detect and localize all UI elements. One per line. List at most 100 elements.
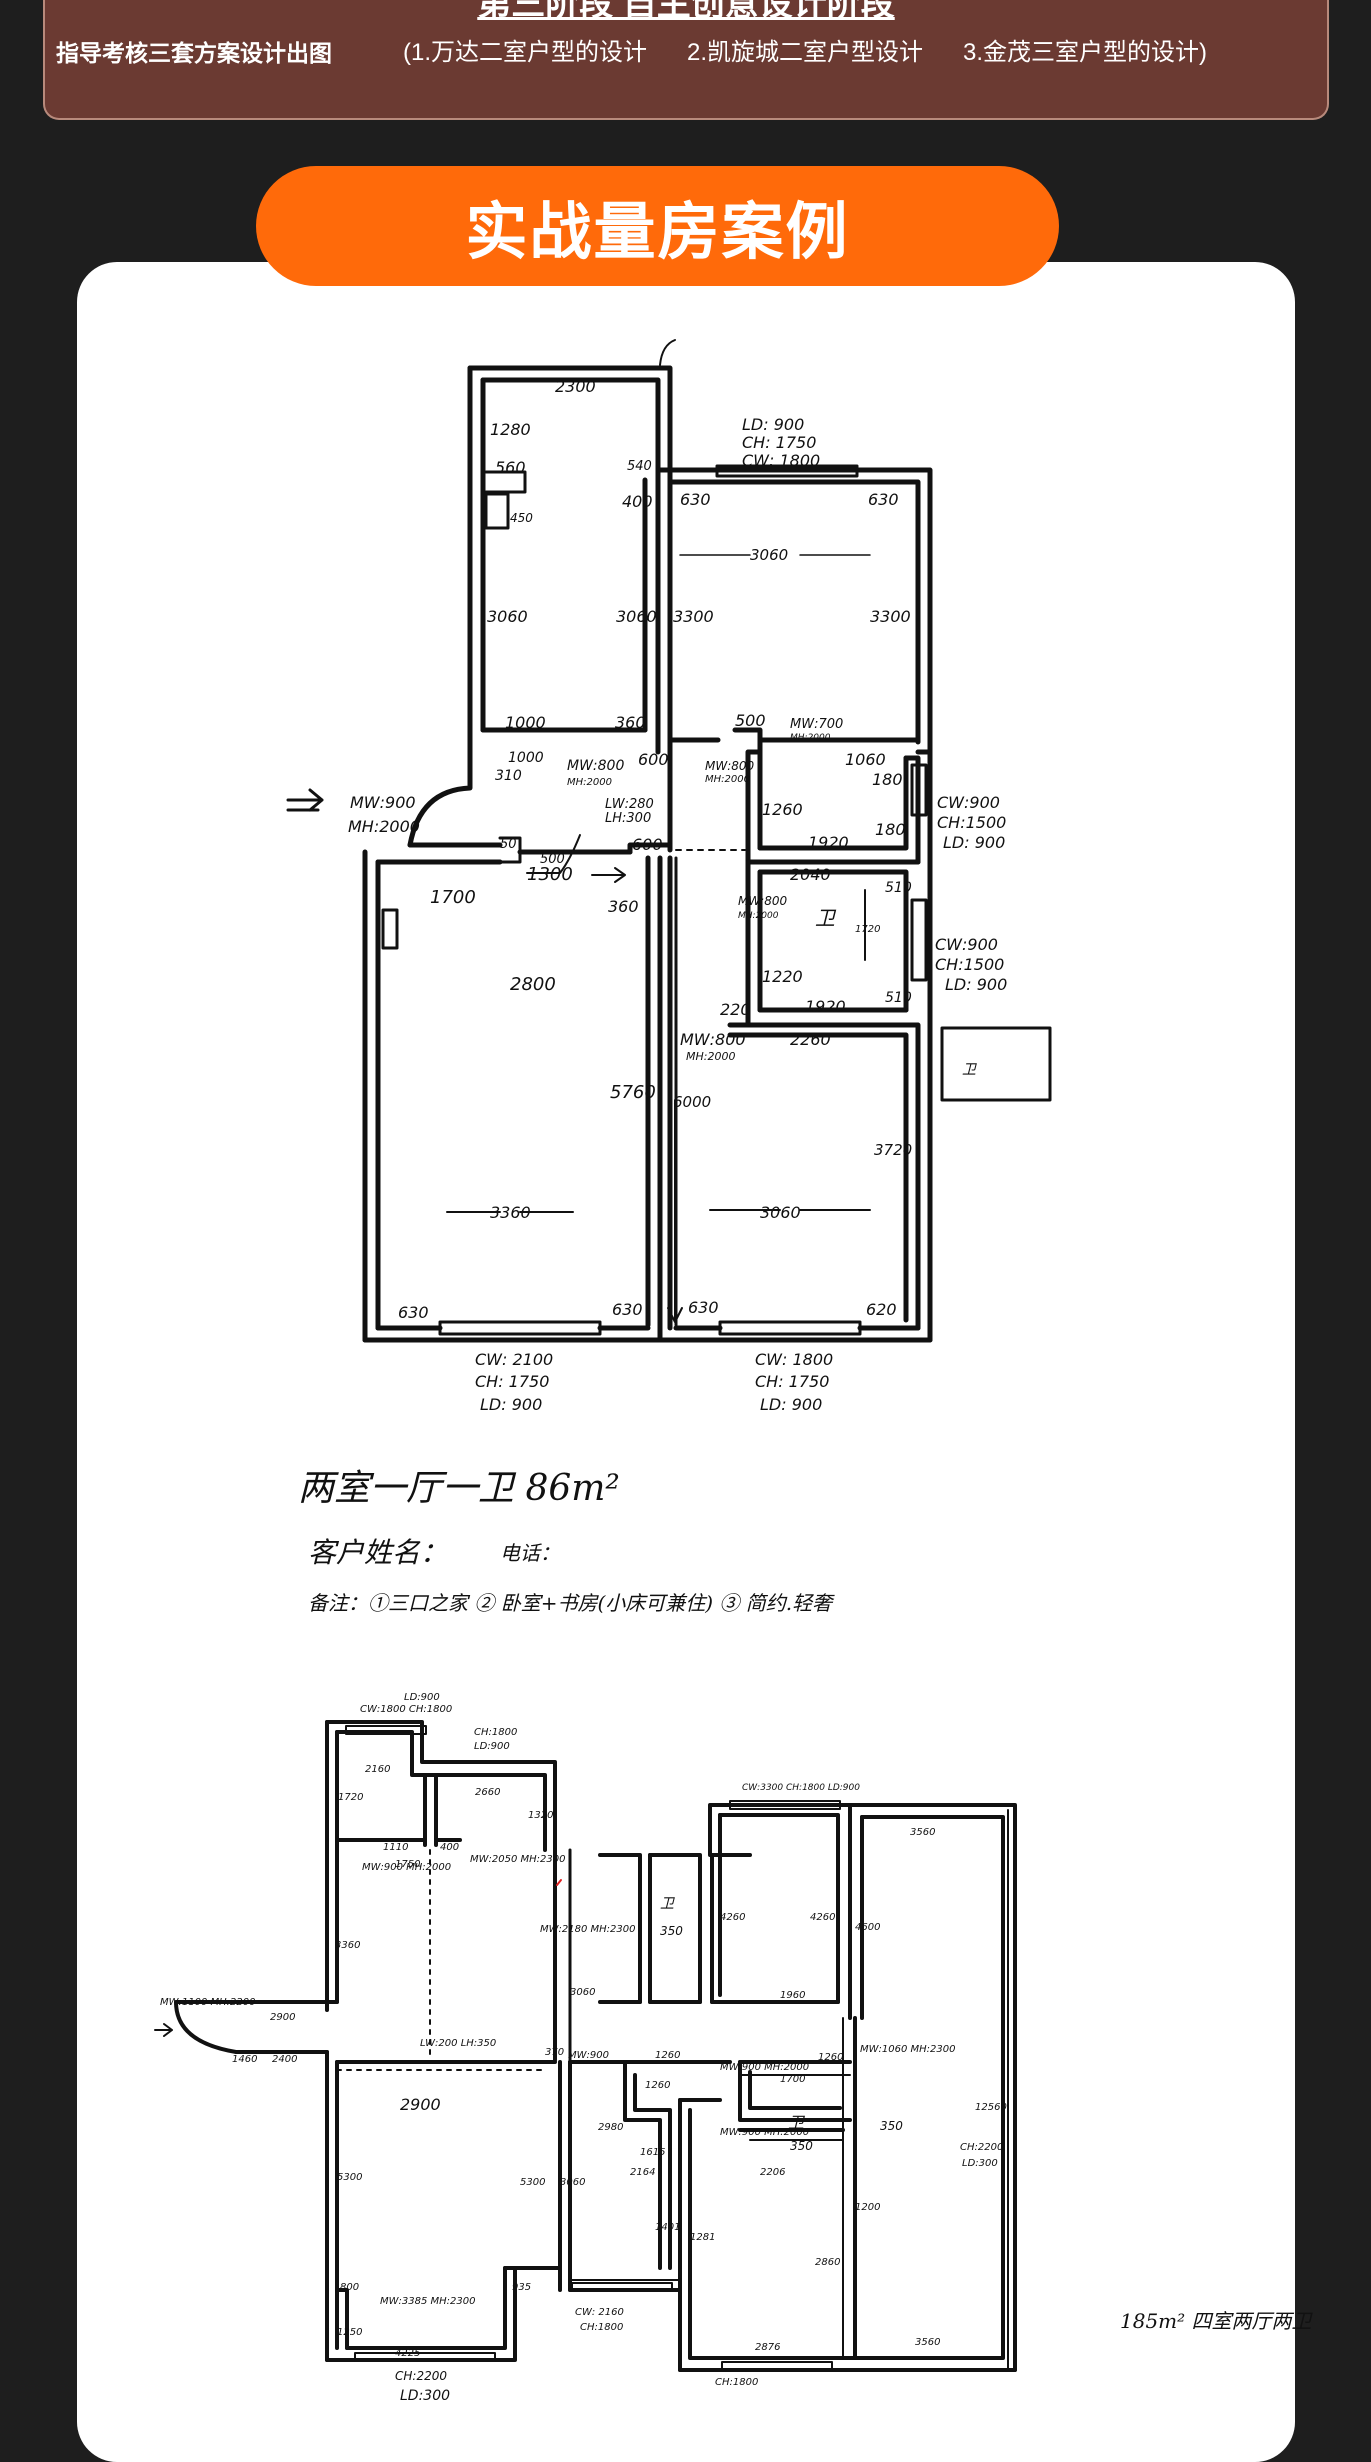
p2-door-h: MW:900 MH:2000 bbox=[720, 2127, 809, 2138]
p2-dim-400: 400 bbox=[440, 1842, 459, 1853]
p2-dim-2160: 2160 bbox=[365, 1764, 390, 1775]
p2-dim-2860: 2206 bbox=[760, 2167, 785, 2178]
p2-dim-1260: 1260 bbox=[818, 2052, 843, 2063]
p2-door-i: MW:1060 MH:2300 bbox=[860, 2044, 955, 2055]
p2-dim-370: 370 bbox=[545, 2047, 564, 2058]
p1-door5-mh: MH:2000 bbox=[738, 911, 779, 921]
p2-door-e: MW:3385 MH:2300 bbox=[380, 2296, 475, 2307]
case-banner: 实战量房案例 bbox=[256, 166, 1059, 286]
p2-dim-1960: 1960 bbox=[780, 1990, 805, 2001]
p1-bwin1-cw: CW: 2100 bbox=[475, 1350, 553, 1369]
p2-door-c: MW:2180 MH:2300 bbox=[540, 1924, 635, 1935]
p1-room-c1: 630 bbox=[680, 490, 711, 509]
p1-living-c1: 630 bbox=[398, 1303, 429, 1322]
p2-dim-4260: 4260 bbox=[810, 1912, 835, 1923]
p2-bwin2a: CW: 2160 bbox=[575, 2307, 624, 2318]
p2-dim-2980: 3060 bbox=[570, 1987, 595, 1998]
p1-dim-500b: 500 bbox=[540, 852, 565, 867]
p1-window-ld: LD: 900 bbox=[742, 415, 804, 434]
p1-door1-mw: MW:900 bbox=[350, 793, 416, 812]
p2-dim-1110: 1110 bbox=[383, 1842, 408, 1853]
p2-dim-2900: 2900 bbox=[270, 2012, 295, 2023]
p1-dim-50: 50 bbox=[500, 837, 517, 852]
p1-dim-220: 220 bbox=[720, 1000, 751, 1019]
p2-top-note3: CW:3300 CH:1800 LD:900 bbox=[742, 1783, 860, 1793]
p2-rwin-b: LD:300 bbox=[962, 2158, 998, 2169]
p1-dim-1920: 1920 bbox=[808, 833, 849, 852]
p1-living-level: 2800 bbox=[510, 974, 556, 995]
p1-dim-180: 180 bbox=[872, 770, 903, 789]
p1-rwin1-cw: CW:900 bbox=[937, 793, 1000, 812]
p2-dim-1750: 1750 bbox=[395, 1859, 420, 1870]
p1-bwin2-ld: LD: 900 bbox=[760, 1395, 822, 1414]
p2-door-lw: LW:200 LH:350 bbox=[420, 2038, 496, 2049]
stage-panel: 第三阶段 自主创意设计阶段 指导考核三套方案设计出图 (1.万达二室户型的设计 … bbox=[43, 0, 1329, 120]
p2-dim-5300b: 5300 bbox=[520, 2177, 545, 2188]
p2-dim-12560: 12560 bbox=[975, 2102, 1007, 2113]
p2-top-note2a: CH:1800 bbox=[474, 1727, 517, 1738]
p2-dim-1250: 1250 bbox=[337, 2327, 362, 2338]
p2-top-note2b: LD:900 bbox=[474, 1741, 510, 1752]
p2-dim-1281: 2164 bbox=[630, 2167, 655, 2178]
p1-bath-label: 卫 bbox=[815, 906, 837, 930]
p1-dim-560: 560 bbox=[495, 458, 526, 477]
p1-lw: LW:280 bbox=[605, 797, 654, 812]
p1-dim-3060b: 3060 bbox=[616, 607, 657, 626]
p1-bwin2-ch: CH: 1750 bbox=[755, 1372, 829, 1391]
p2-door-f: MW:900 bbox=[568, 2050, 609, 2061]
p1-dim-310: 310 bbox=[495, 768, 522, 784]
p1-dim-360b: 360 bbox=[608, 897, 639, 916]
p1-dim-540: 540 bbox=[627, 459, 652, 474]
p2-dim-4600: 4600 bbox=[855, 1922, 880, 1933]
p2-dim-1401: 1615 bbox=[640, 2147, 665, 2158]
p2-dim-6780: 1200 bbox=[855, 2202, 880, 2213]
p1-door5-mw: MW:800 bbox=[738, 894, 788, 908]
p2-level2: 350 bbox=[880, 2119, 903, 2133]
p1-bwin1-ch: CH: 1750 bbox=[475, 1372, 549, 1391]
p1-bwin2-cw: CW: 1800 bbox=[755, 1350, 833, 1369]
p1-notes-remarks: 备注：①三口之家 ② 卧室+书房(小床可兼住) ③ 简约.轻奢 bbox=[308, 1591, 835, 1615]
p2-dim-2206: 1700 bbox=[780, 2074, 805, 2085]
p2-dim-2660: 2660 bbox=[475, 1787, 500, 1798]
p1-dim-1220: 1220 bbox=[762, 967, 803, 986]
p2-bath-level: 350 bbox=[790, 2139, 813, 2153]
p2-bath-label: 卫 bbox=[788, 2113, 806, 2132]
p1-lower-height2: 6000 bbox=[673, 1093, 711, 1111]
stage-label: 指导考核三套方案设计出图 bbox=[56, 40, 332, 66]
p1-living-height: 5760 bbox=[610, 1082, 656, 1103]
p2-level1: 2900 bbox=[400, 2095, 441, 2114]
p2-door-d: MW:1100 MH:2200 bbox=[160, 1997, 255, 2008]
p2-dim-800: 800 bbox=[340, 2282, 359, 2293]
p1-dim-600: 600 bbox=[632, 835, 663, 854]
p1-lower-height: 3720 bbox=[874, 1141, 912, 1159]
p1-top-width: 2300 bbox=[555, 377, 596, 396]
p1-dim-1300: 1300 bbox=[527, 864, 573, 885]
p1-door1-mh: MH:2000 bbox=[348, 817, 420, 836]
stage-items: (1.万达二室户型的设计 2.凯旋城二室户型设计 3.金茂三室户型的设计) bbox=[403, 32, 1207, 67]
p2-bwin2b: CH:1800 bbox=[580, 2322, 623, 2333]
p1-notes-phone: 电话： bbox=[500, 1541, 560, 1565]
p1-living-width: 1700 bbox=[430, 887, 476, 908]
p1-lower-c2: 620 bbox=[866, 1300, 897, 1319]
p1-lower-c1: 630 bbox=[688, 1298, 719, 1317]
p1-door2-mh: MH:2000 bbox=[567, 777, 612, 788]
p1-dim-450: 450 bbox=[510, 511, 533, 525]
p2-dim-4935: 2860 bbox=[815, 2257, 840, 2268]
p2-dim-1720: 1720 bbox=[338, 1792, 363, 1803]
p1-door6-mw: MW:800 bbox=[680, 1030, 746, 1049]
p2-bwin1b: LD:300 bbox=[400, 2388, 450, 2404]
p1-dim-1000b: 1000 bbox=[508, 750, 544, 766]
p2-dim-935: 935 bbox=[512, 2282, 531, 2293]
p1-room-height-left: 3300 bbox=[673, 607, 714, 626]
p1-rwin2-ch: CH:1500 bbox=[935, 955, 1004, 974]
p1-window-cw: CW: 1800 bbox=[742, 451, 820, 470]
p1-rwin1-ch: CH:1500 bbox=[937, 813, 1006, 832]
p1-door6-mh: MH:2000 bbox=[686, 1050, 735, 1063]
stage-heading: 第三阶段 自主创意设计阶段 bbox=[477, 0, 895, 23]
p1-room-c2: 630 bbox=[868, 490, 899, 509]
p2-bath-level2: 350 bbox=[660, 1924, 683, 1938]
p1-door3-mh: MH:2000 bbox=[705, 774, 750, 785]
p2-dim-3360: 2876 bbox=[755, 2342, 780, 2353]
p1-notes-client: 客户姓名： bbox=[308, 1536, 448, 1569]
p1-rwin1-ld: LD: 900 bbox=[943, 833, 1005, 852]
